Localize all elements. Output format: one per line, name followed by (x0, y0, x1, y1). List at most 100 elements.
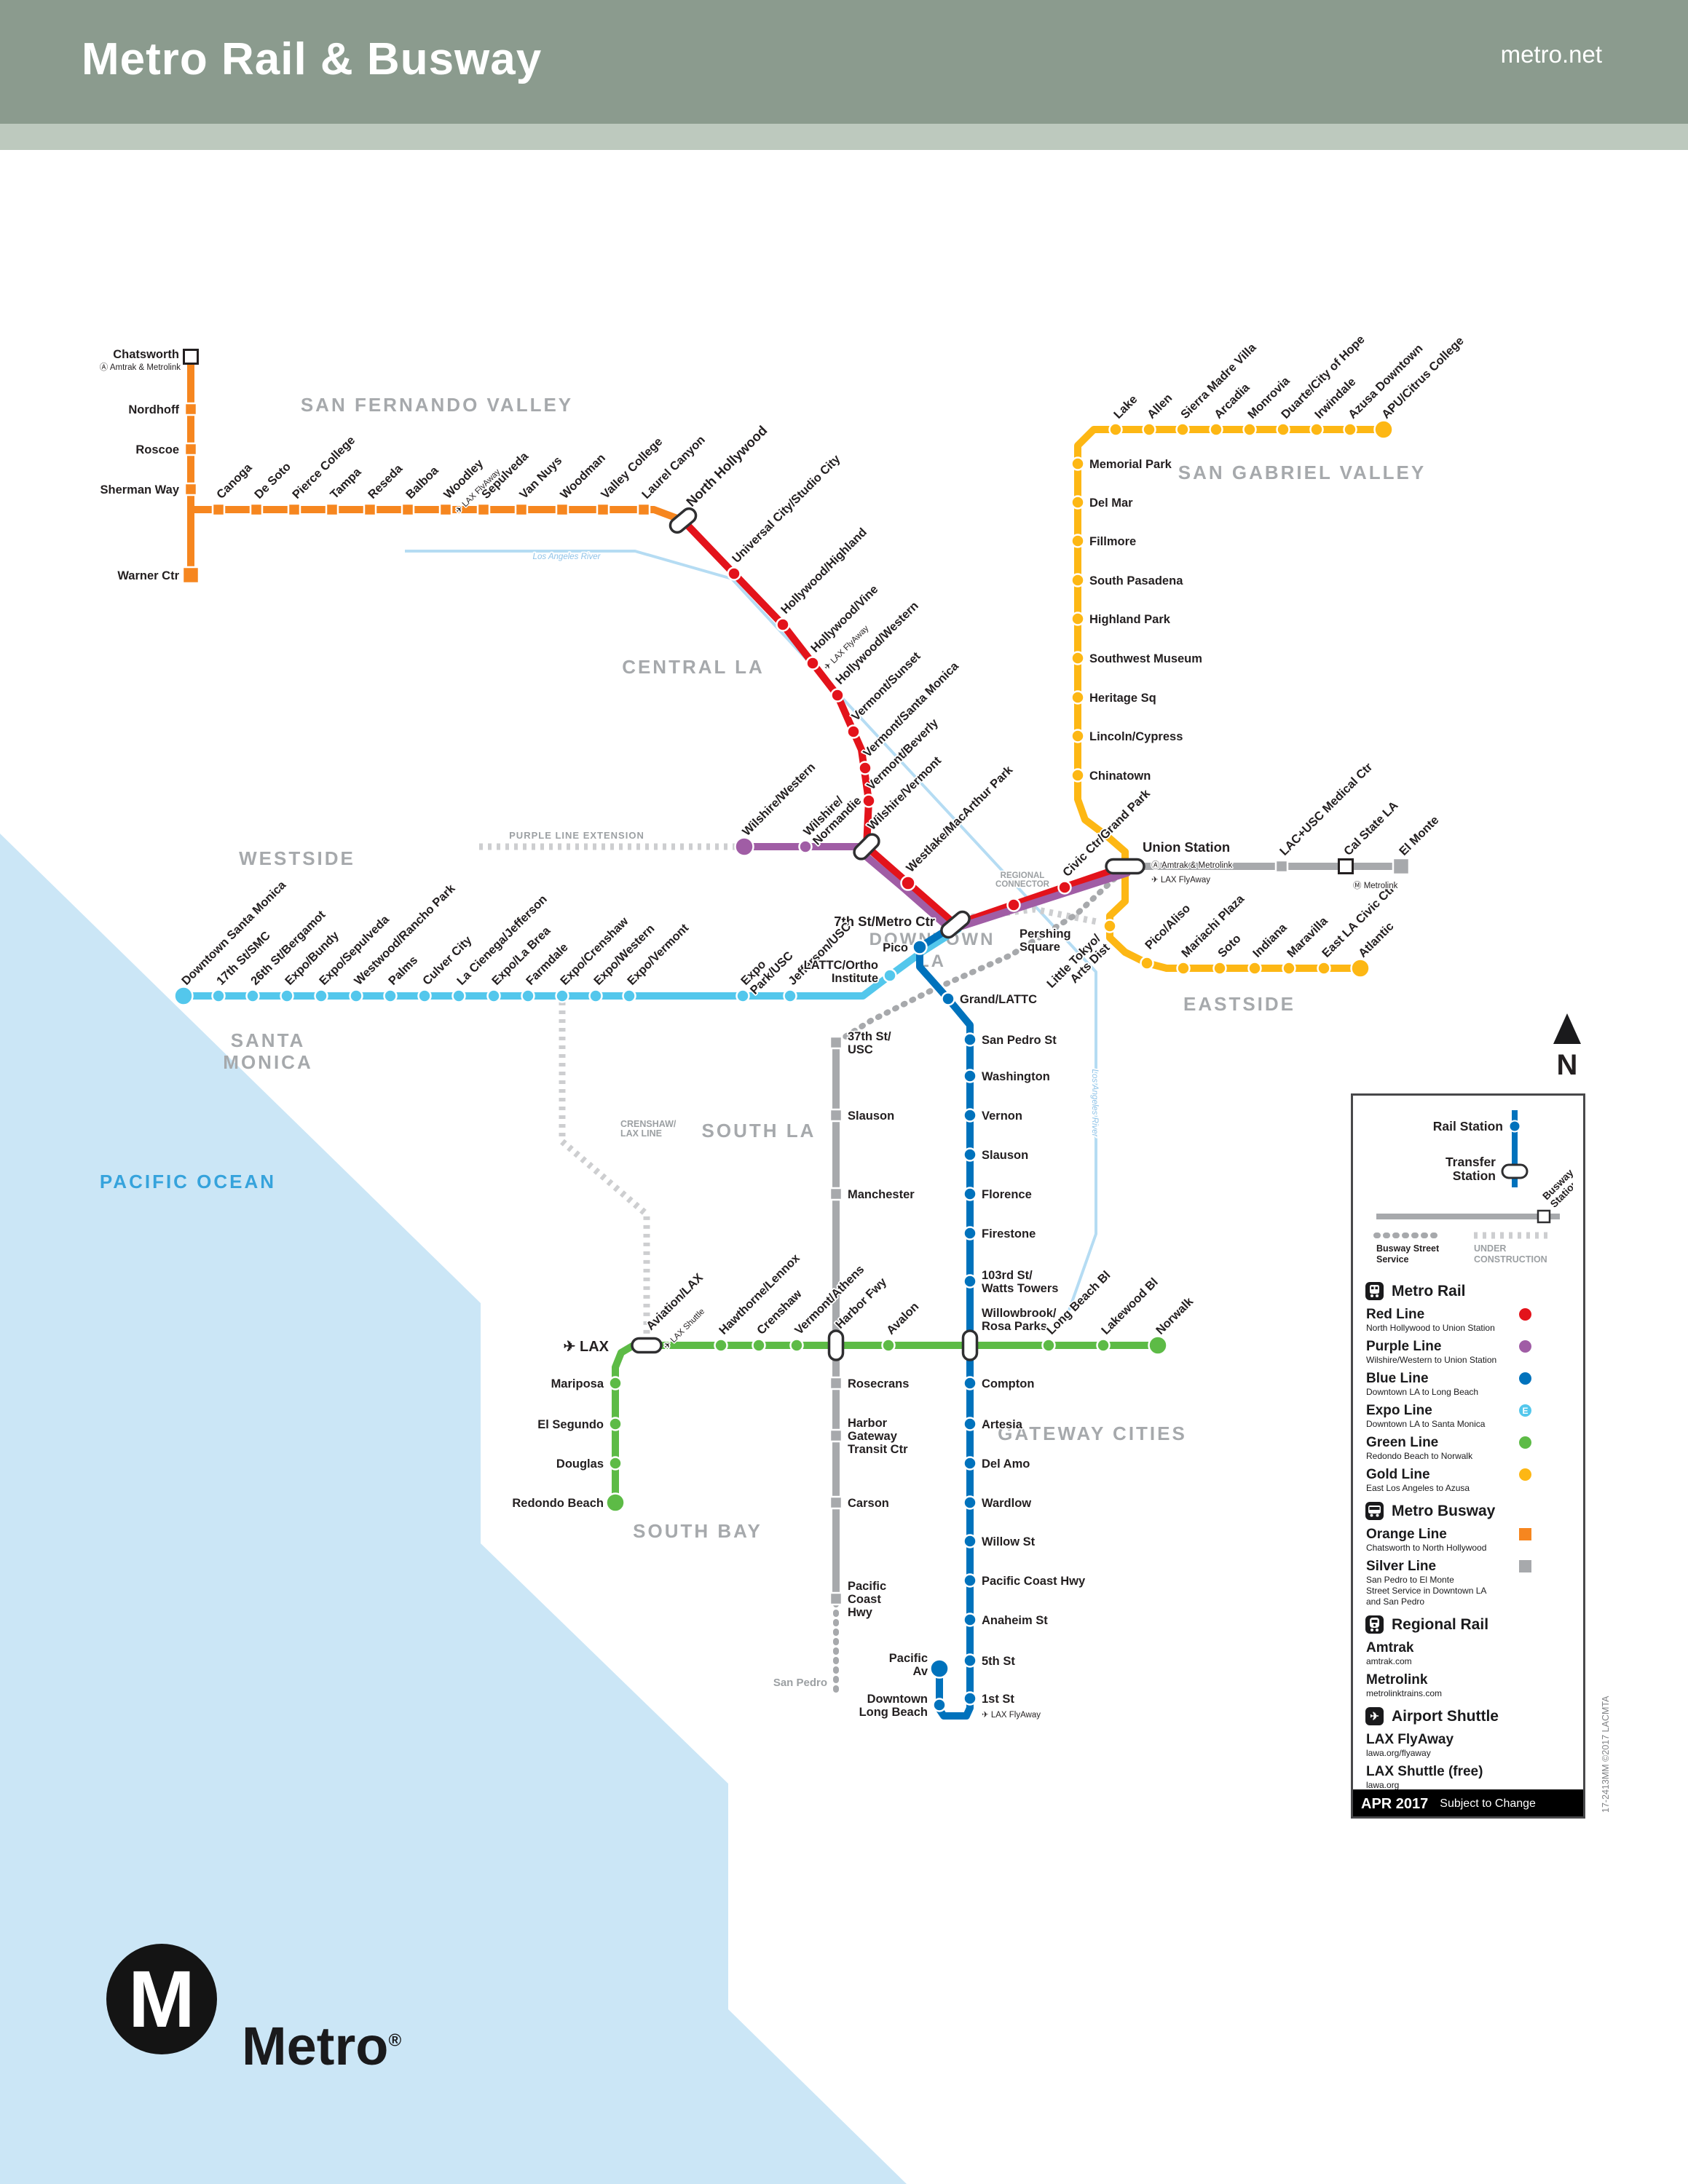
station-label-union-station: Union Station (1143, 839, 1230, 855)
metro-net-link[interactable]: metro.net (1500, 41, 1602, 68)
station-dot (211, 989, 226, 1003)
north-arrow-icon (1553, 1013, 1581, 1044)
legend-item-lax-shuttle-free: LAX Shuttle (free)lawa.org (1365, 1764, 1573, 1791)
station-silver-manchester: Manchester (829, 1187, 916, 1203)
station-note-metrolink: Ⓜ Metrolink (1353, 881, 1398, 890)
station-label-manchester: Manchester (848, 1188, 915, 1201)
legend-line-name: Green Line (1366, 1435, 1439, 1450)
station-dot (861, 794, 876, 808)
station-label-balboa: Balboa (403, 464, 441, 502)
transfer-station-pill (669, 507, 698, 534)
station-gold-memorial-park: Memorial Park (1070, 456, 1173, 472)
terminus-dot (1373, 419, 1394, 440)
busway-station-square (184, 402, 198, 416)
station-dot (963, 1187, 977, 1201)
green-line-marker (1519, 1436, 1531, 1449)
station-label-7th-st-metro-ctr: 7th St/Metro Ctr (834, 914, 935, 929)
busway-station-square (636, 502, 651, 517)
station-dot (1142, 422, 1156, 437)
station-dot (752, 1338, 766, 1353)
station-note-lax-flyaway: ✈ LAX FlyAway (1151, 876, 1210, 885)
station-label-palms: Palms (386, 954, 420, 988)
station-label-vermont-beverly: Vermont/Beverly (864, 716, 941, 792)
legend-line-name: Amtrak (1366, 1640, 1414, 1655)
station-gold-highland-park: Highland Park (1070, 612, 1172, 628)
key-transfer-station-pill (1501, 1163, 1529, 1179)
busway-station-square (249, 502, 264, 517)
station-label-de-soto: De Soto (252, 460, 293, 502)
map-note-san-pedro: San Pedro (773, 1677, 827, 1689)
station-dot (912, 939, 928, 955)
station-dot (1108, 422, 1123, 437)
station-dot (963, 1274, 977, 1289)
station-dot (1176, 961, 1191, 976)
legend-line-name: Metrolink (1366, 1672, 1428, 1688)
station-dot (1070, 573, 1085, 587)
station-label-firestone: Firestone (982, 1227, 1036, 1241)
legend-section-regional-rail: Regional Rail (1365, 1615, 1573, 1634)
station-label-heritage-sq: Heritage Sq (1089, 692, 1156, 705)
station-label-warner-ctr: Warner Ctr (117, 569, 179, 582)
busway-station-square (325, 502, 339, 517)
silver-street-service (833, 869, 1124, 1045)
busway-station-square (829, 1108, 843, 1123)
station-label-nordhoff: Nordhoff (128, 403, 179, 416)
legend-line-desc: Chatsworth to North Hollywood (1366, 1543, 1487, 1553)
station-label-universal-city-studio-city: Universal City/Studio City (730, 452, 843, 566)
interchange-square (183, 349, 199, 365)
station-dot (963, 1495, 977, 1510)
map-note-los-angeles-river: Los Angeles River (533, 553, 602, 561)
station-dot (1096, 1338, 1111, 1353)
blue-line-marker (1519, 1372, 1531, 1385)
station-dot (451, 989, 466, 1003)
north-arrow: N (1553, 1013, 1581, 1081)
station-dot (1070, 729, 1085, 743)
station-gold-pico-aliso: Pico/Aliso (1140, 901, 1194, 970)
station-gold-south-pasadena: South Pasadena (1070, 573, 1185, 589)
station-dot (963, 1376, 977, 1390)
green-line-under-construction (559, 1002, 650, 1338)
header-subband (0, 124, 1688, 150)
station-dot (608, 1417, 623, 1431)
station-label-expo-vermont: Expo/Vermont (625, 921, 692, 988)
station-label-soto: Soto (1215, 932, 1244, 960)
station-dot (1140, 956, 1154, 970)
station-dot (1006, 898, 1021, 912)
region-label-south-la: SOUTH LA (702, 1120, 816, 1142)
station-note-amtrak-metrolink: Ⓐ Amtrak & Metrolink (100, 363, 181, 372)
busway-station-square (514, 502, 529, 517)
region-label-pacific-ocean: PACIFIC OCEAN (100, 1171, 276, 1192)
station-label-sherman-way: Sherman Way (100, 483, 179, 496)
busway-station-square (184, 442, 198, 456)
station-expo-expo-vermont: Expo/Vermont (622, 920, 693, 1003)
station-dot (1175, 422, 1190, 437)
station-orange-valley-college: Valley College (596, 434, 666, 517)
purple-line-marker (1519, 1340, 1531, 1353)
station-label-lake: Lake (1111, 393, 1140, 422)
legend-line-desc: Downtown LA to Long Beach (1366, 1387, 1479, 1397)
legend-line-desc: Downtown LA to Santa Monica (1366, 1419, 1486, 1429)
station-gold-heritage-sq: Heritage Sq (1070, 690, 1157, 706)
legend-date: APR 2017 (1361, 1795, 1429, 1812)
terminus-dot (173, 986, 194, 1006)
page-title: Metro Rail & Busway (82, 34, 543, 84)
busway-station-square (401, 502, 415, 517)
busway-station-square (181, 566, 200, 585)
bus-icon (1365, 1502, 1384, 1520)
legend-line-desc: San Pedro to El Monte (1366, 1575, 1454, 1585)
station-dot (932, 1698, 947, 1712)
transfer-station-pill (853, 833, 880, 860)
station-gold-mariachi-plaza: Mariachi Plaza (1176, 890, 1249, 976)
station-dot (608, 1456, 623, 1471)
legend-line-name: LAX Shuttle (free) (1366, 1764, 1483, 1779)
legend-section-title: Airport Shuttle (1392, 1707, 1499, 1725)
busway-station-square (476, 502, 491, 517)
station-green-el-segundo: El Segundo (537, 1417, 623, 1433)
station-label-compton: Compton (982, 1377, 1034, 1390)
